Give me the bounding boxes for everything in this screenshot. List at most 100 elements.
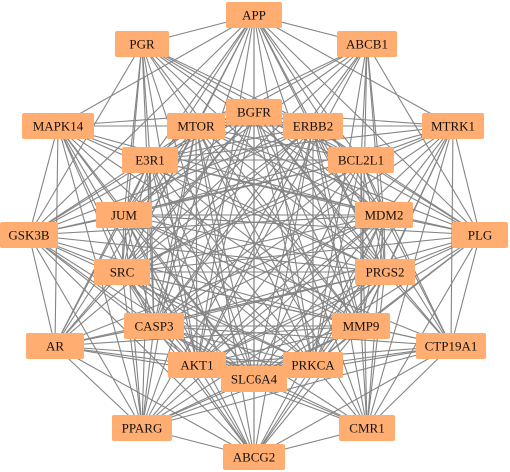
node-label: PRKCA bbox=[291, 358, 335, 373]
edge-mapk14-slc6a4 bbox=[57, 125, 255, 380]
edge-cmr1-bgfr bbox=[253, 111, 368, 429]
edge-e3r1-casp3 bbox=[149, 159, 155, 327]
node-box bbox=[332, 313, 390, 339]
edge-mapk14-prkca bbox=[57, 125, 314, 366]
node-bgfr[interactable]: BGFR bbox=[226, 99, 282, 125]
node-box bbox=[112, 415, 172, 441]
node-abcg2[interactable]: ABCG2 bbox=[223, 444, 285, 470]
edge-ctp19a1-casp3 bbox=[153, 325, 452, 347]
edge-bgfr-src bbox=[121, 111, 255, 273]
node-label: CASP3 bbox=[134, 319, 173, 334]
edge-ctp19a1-bcl2l1 bbox=[360, 159, 452, 347]
edge-prgs2-casp3 bbox=[153, 271, 386, 327]
node-label: PLG bbox=[468, 228, 493, 243]
node-mapk14[interactable]: MAPK14 bbox=[22, 113, 94, 139]
edge-mtrk1-plg bbox=[452, 125, 481, 236]
edge-e3r1-mdm2 bbox=[149, 159, 385, 216]
edge-pparg-mtor bbox=[141, 125, 197, 429]
edge-gsk3b-pparg bbox=[28, 234, 143, 429]
edge-pparg-src bbox=[121, 271, 143, 429]
node-box bbox=[122, 147, 178, 173]
node-app[interactable]: APP bbox=[226, 2, 282, 28]
node-ctp19a1[interactable]: CTP19A1 bbox=[416, 333, 486, 359]
edge-erbb2-jum bbox=[123, 125, 314, 216]
edge-gsk3b-mtor bbox=[28, 125, 197, 236]
edge-ar-abcg2 bbox=[54, 345, 255, 458]
edge-cmr1-prgs2 bbox=[366, 271, 386, 429]
node-prgs2[interactable]: PRGS2 bbox=[355, 259, 415, 285]
edge-gsk3b-mdm2 bbox=[28, 214, 385, 236]
node-cmr1[interactable]: CMR1 bbox=[339, 415, 395, 441]
edge-ctp19a1-jum bbox=[123, 214, 452, 347]
node-mtrk1[interactable]: MTRK1 bbox=[422, 113, 484, 139]
edge-abcg2-akt1 bbox=[196, 364, 255, 458]
node-box bbox=[168, 352, 226, 378]
node-e3r1[interactable]: E3R1 bbox=[122, 147, 178, 173]
edge-jum-slc6a4 bbox=[123, 214, 255, 380]
edge-abcg2-casp3 bbox=[153, 325, 255, 458]
edge-bgfr-mmp9 bbox=[253, 111, 362, 327]
node-pparg[interactable]: PPARG bbox=[112, 415, 172, 441]
edge-pgr-slc6a4 bbox=[141, 43, 255, 380]
node-box bbox=[283, 113, 343, 139]
node-casp3[interactable]: CASP3 bbox=[124, 313, 184, 339]
node-box bbox=[221, 366, 287, 392]
node-slc6a4[interactable]: SLC6A4 bbox=[221, 366, 287, 392]
edge-mtrk1-src bbox=[121, 125, 454, 273]
node-label: SRC bbox=[110, 265, 135, 280]
node-box bbox=[422, 113, 484, 139]
edge-gsk3b-abcg2 bbox=[28, 234, 255, 458]
node-label: GSK3B bbox=[8, 228, 50, 243]
edge-bgfr-mdm2 bbox=[253, 111, 385, 216]
edge-bgfr-casp3 bbox=[153, 111, 255, 327]
node-box bbox=[124, 313, 184, 339]
edge-mapk14-mmp9 bbox=[57, 125, 362, 327]
edge-mtor-prgs2 bbox=[195, 125, 386, 273]
node-label: MAPK14 bbox=[33, 119, 84, 134]
node-src[interactable]: SRC bbox=[94, 259, 150, 285]
edge-bgfr-prgs2 bbox=[253, 111, 386, 273]
edge-plg-prkca bbox=[312, 234, 481, 366]
edge-plg-erbb2 bbox=[312, 125, 481, 236]
edge-gsk3b-akt1 bbox=[28, 234, 198, 366]
edge-plg-ctp19a1 bbox=[450, 234, 481, 347]
node-box bbox=[452, 222, 508, 248]
edge-e3r1-prkca bbox=[149, 159, 314, 366]
edge-src-prkca bbox=[121, 271, 314, 366]
node-label: MTOR bbox=[177, 119, 215, 134]
node-ar[interactable]: AR bbox=[26, 333, 84, 359]
node-abcb1[interactable]: ABCB1 bbox=[337, 31, 397, 57]
node-mmp9[interactable]: MMP9 bbox=[332, 313, 390, 339]
edge-pgr-erbb2 bbox=[141, 43, 314, 127]
edge-ar-erbb2 bbox=[54, 125, 314, 347]
node-label: SLC6A4 bbox=[231, 372, 278, 387]
edge-erbb2-src bbox=[121, 125, 314, 273]
edge-jum-akt1 bbox=[123, 214, 198, 366]
node-mtor[interactable]: MTOR bbox=[167, 113, 225, 139]
node-label: MDM2 bbox=[364, 208, 403, 223]
node-jum[interactable]: JUM bbox=[96, 202, 152, 228]
node-akt1[interactable]: AKT1 bbox=[168, 352, 226, 378]
edge-abcg2-mmp9 bbox=[253, 325, 362, 458]
node-prkca[interactable]: PRKCA bbox=[283, 352, 343, 378]
edge-pgr-mtor bbox=[141, 43, 197, 127]
edge-ctp19a1-cmr1 bbox=[366, 345, 452, 429]
edge-plg-mtor bbox=[195, 125, 481, 236]
node-box bbox=[283, 352, 343, 378]
node-erbb2[interactable]: ERBB2 bbox=[283, 113, 343, 139]
node-box bbox=[416, 333, 486, 359]
node-mdm2[interactable]: MDM2 bbox=[355, 202, 413, 228]
node-label: MTRK1 bbox=[431, 119, 475, 134]
node-gsk3b[interactable]: GSK3B bbox=[0, 222, 58, 248]
node-box bbox=[328, 147, 394, 173]
node-pgr[interactable]: PGR bbox=[115, 31, 169, 57]
node-plg[interactable]: PLG bbox=[452, 222, 508, 248]
node-bcl2l1[interactable]: BCL2L1 bbox=[328, 147, 394, 173]
edge-mtor-slc6a4 bbox=[195, 125, 255, 380]
edge-app-bcl2l1 bbox=[253, 14, 362, 161]
node-box bbox=[223, 444, 285, 470]
edge-mdm2-casp3 bbox=[153, 214, 385, 327]
edge-cmr1-mmp9 bbox=[360, 325, 368, 429]
edge-plg-jum bbox=[123, 214, 481, 236]
